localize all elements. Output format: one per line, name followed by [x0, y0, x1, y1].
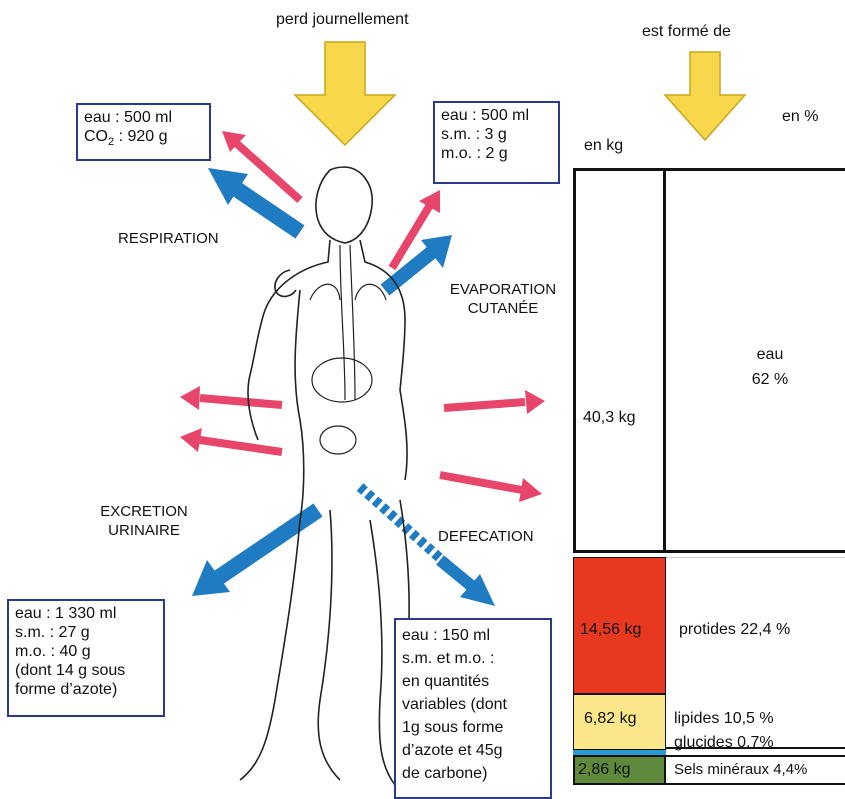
- respiration-co2: CO2 : 920 g: [84, 127, 203, 152]
- eau-name-label: eau: [740, 345, 800, 365]
- eau-kg-label: 40,3 kg: [583, 408, 635, 428]
- skin-loss-box: eau : 500 ml s.m. : 3 g m.o. : 2 g: [433, 101, 560, 184]
- feces-loss-box: eau : 150 ml s.m. et m.o. : en quantités…: [394, 618, 552, 799]
- urine-line-5: forme d’azote): [15, 680, 157, 699]
- protides-kg-label: 14,56 kg: [580, 620, 641, 640]
- composition-title: est formé de: [642, 22, 731, 42]
- feces-line-3: en quantités: [402, 670, 544, 693]
- urine-line-4: (dont 14 g sous: [15, 661, 157, 680]
- skin-line-1: eau : 500 ml: [441, 106, 552, 125]
- yellow-arrow-loss: [295, 42, 395, 145]
- respiration-water: eau : 500 ml: [84, 108, 203, 127]
- skin-line-2: s.m. : 3 g: [441, 125, 552, 144]
- defecation-label: DEFECATION: [438, 527, 534, 546]
- evaporation-label: EVAPORATION CUTANÉE: [433, 280, 573, 318]
- yellow-arrow-composition: [665, 52, 745, 140]
- sels-kg-label: 2,86 kg: [578, 760, 630, 780]
- unit-kg-label: en kg: [584, 136, 623, 156]
- protides-label: protides 22,4 %: [679, 620, 790, 640]
- unit-pct-label: en %: [782, 107, 818, 127]
- sels-label: Sels minéraux 4,4%: [674, 760, 807, 780]
- urine-line-1: eau : 1 330 ml: [15, 604, 157, 623]
- feces-line-2: s.m. et m.o. :: [402, 647, 544, 670]
- respiration-loss-box: eau : 500 ml CO2 : 920 g: [76, 103, 211, 161]
- feces-line-5: 1g sous forme: [402, 716, 544, 739]
- respiration-label: RESPIRATION: [118, 229, 219, 248]
- feces-line-1: eau : 150 ml: [402, 624, 544, 647]
- feces-line-4: variables (dont: [402, 693, 544, 716]
- feces-line-6: d’azote et 45g: [402, 739, 544, 762]
- loss-title: perd journellement: [276, 10, 409, 30]
- urine-line-2: s.m. : 27 g: [15, 623, 157, 642]
- urine-line-3: m.o. : 40 g: [15, 642, 157, 661]
- urine-loss-box: eau : 1 330 ml s.m. : 27 g m.o. : 40 g (…: [7, 599, 165, 717]
- lipides-label: lipides 10,5 %: [674, 709, 774, 729]
- skin-line-3: m.o. : 2 g: [441, 144, 552, 163]
- bar-pct-separator: [666, 557, 845, 558]
- feces-line-7: de carbone): [402, 762, 544, 785]
- excretion-label: EXCRETION URINAIRE: [88, 502, 200, 540]
- glucides-label: glucides 0,7%: [674, 733, 774, 753]
- eau-pct-label: 62 %: [740, 370, 800, 390]
- lipides-kg-label: 6,82 kg: [584, 709, 636, 729]
- bar-eau-kg: [573, 168, 666, 553]
